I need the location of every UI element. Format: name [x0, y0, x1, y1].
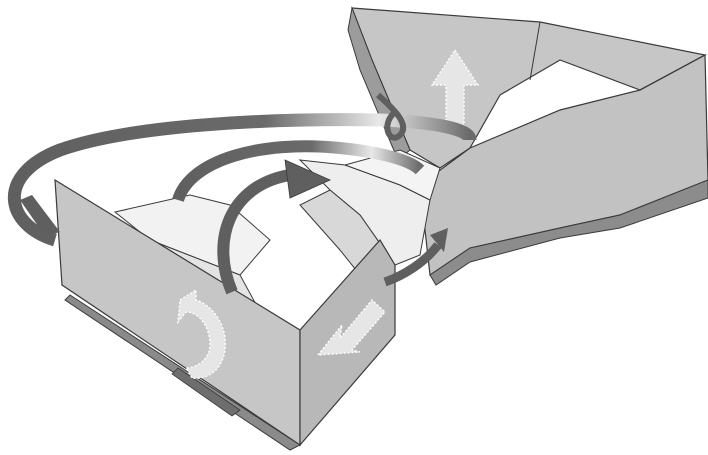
folding-instruction-diagram: [0, 0, 708, 455]
diagram-canvas: [0, 0, 708, 455]
